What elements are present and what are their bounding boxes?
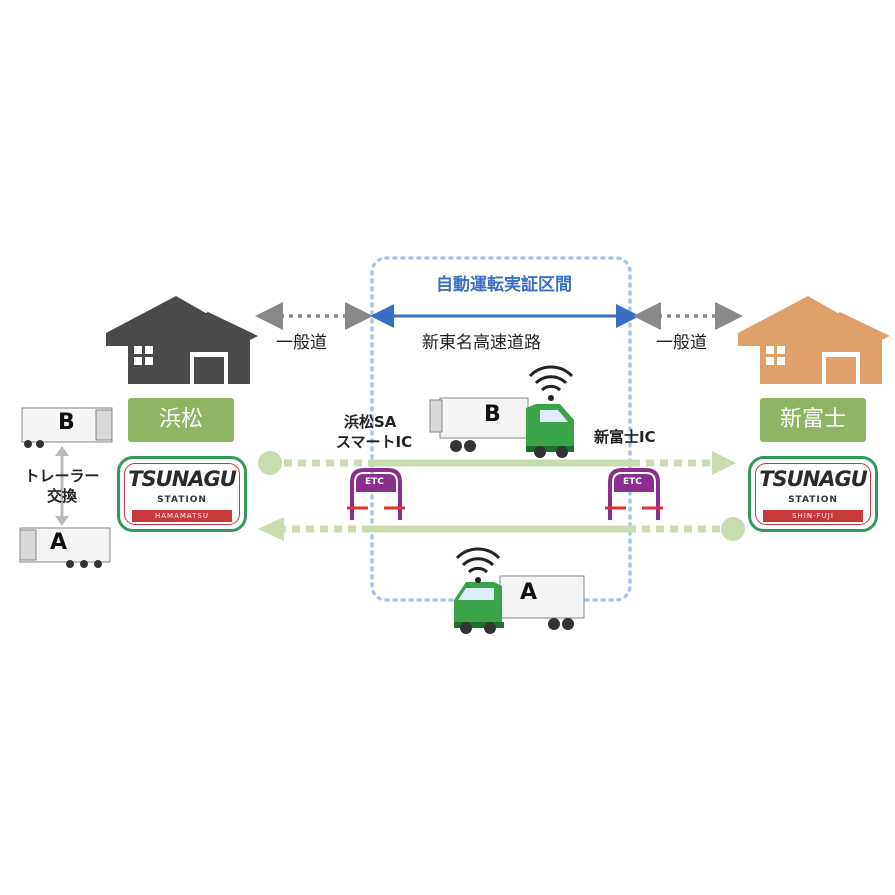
trailer-b-parked-icon [21,407,113,448]
city-shin-fuji: 新富士 [760,398,866,442]
trailer-swap-line1: トレーラー [24,467,100,485]
station-location: HAMAMATSU [132,510,232,522]
etc-left-label: ETC [365,477,384,487]
general-road-right-label: 一般道 [656,333,707,353]
station-logo: TSUNAGU [759,467,868,491]
etc-gate-right-icon [605,468,663,520]
truck-a-letter: A [520,580,538,605]
warehouse-left-icon [106,296,258,384]
station-shin-fuji: TSUNAGU STATION SHIN-FUJI [748,456,878,532]
zone-title: 自動運転実証区間 [436,275,572,295]
etc-gate-left-icon [347,468,405,520]
station-hamamatsu: TSUNAGU STATION HAMAMATSU [117,456,247,532]
trailer-swap-line2: 交換 [46,487,77,505]
truck-a-icon [454,547,585,634]
station-border [755,463,871,525]
truck-b-letter: B [484,402,501,427]
city-hamamatsu: 浜松 [128,398,234,442]
trailer-a-parked-icon [19,527,111,568]
trailer-swap-label: トレーラー 交換 [22,466,102,506]
outbound-route [258,451,736,475]
return-route [258,517,745,541]
smart-ic-label: スマートIC [336,433,413,451]
trailer-a-parked-letter: A [50,530,68,555]
truck-b-icon [429,365,574,458]
swap-arrow-icon [55,446,69,526]
etc-right-label: ETC [623,477,642,487]
station-logo: TSUNAGU [128,467,237,491]
station-sub-label: STATION [157,495,207,505]
station-location: SHIN-FUJI [763,510,863,522]
general-road-left-label: 一般道 [276,333,327,353]
warehouse-right-icon [738,296,890,384]
trailer-b-parked-letter: B [58,410,75,435]
station-border [124,463,240,525]
expressway-label: 新東名高速道路 [422,333,541,353]
station-sub-label: STATION [788,495,838,505]
hamamatsu-sa-ic-label: 浜松SA スマートIC [336,412,412,452]
shin-fuji-ic-label: 新富士IC [594,428,656,446]
hamamatsu-sa-label: 浜松SA [344,413,397,431]
